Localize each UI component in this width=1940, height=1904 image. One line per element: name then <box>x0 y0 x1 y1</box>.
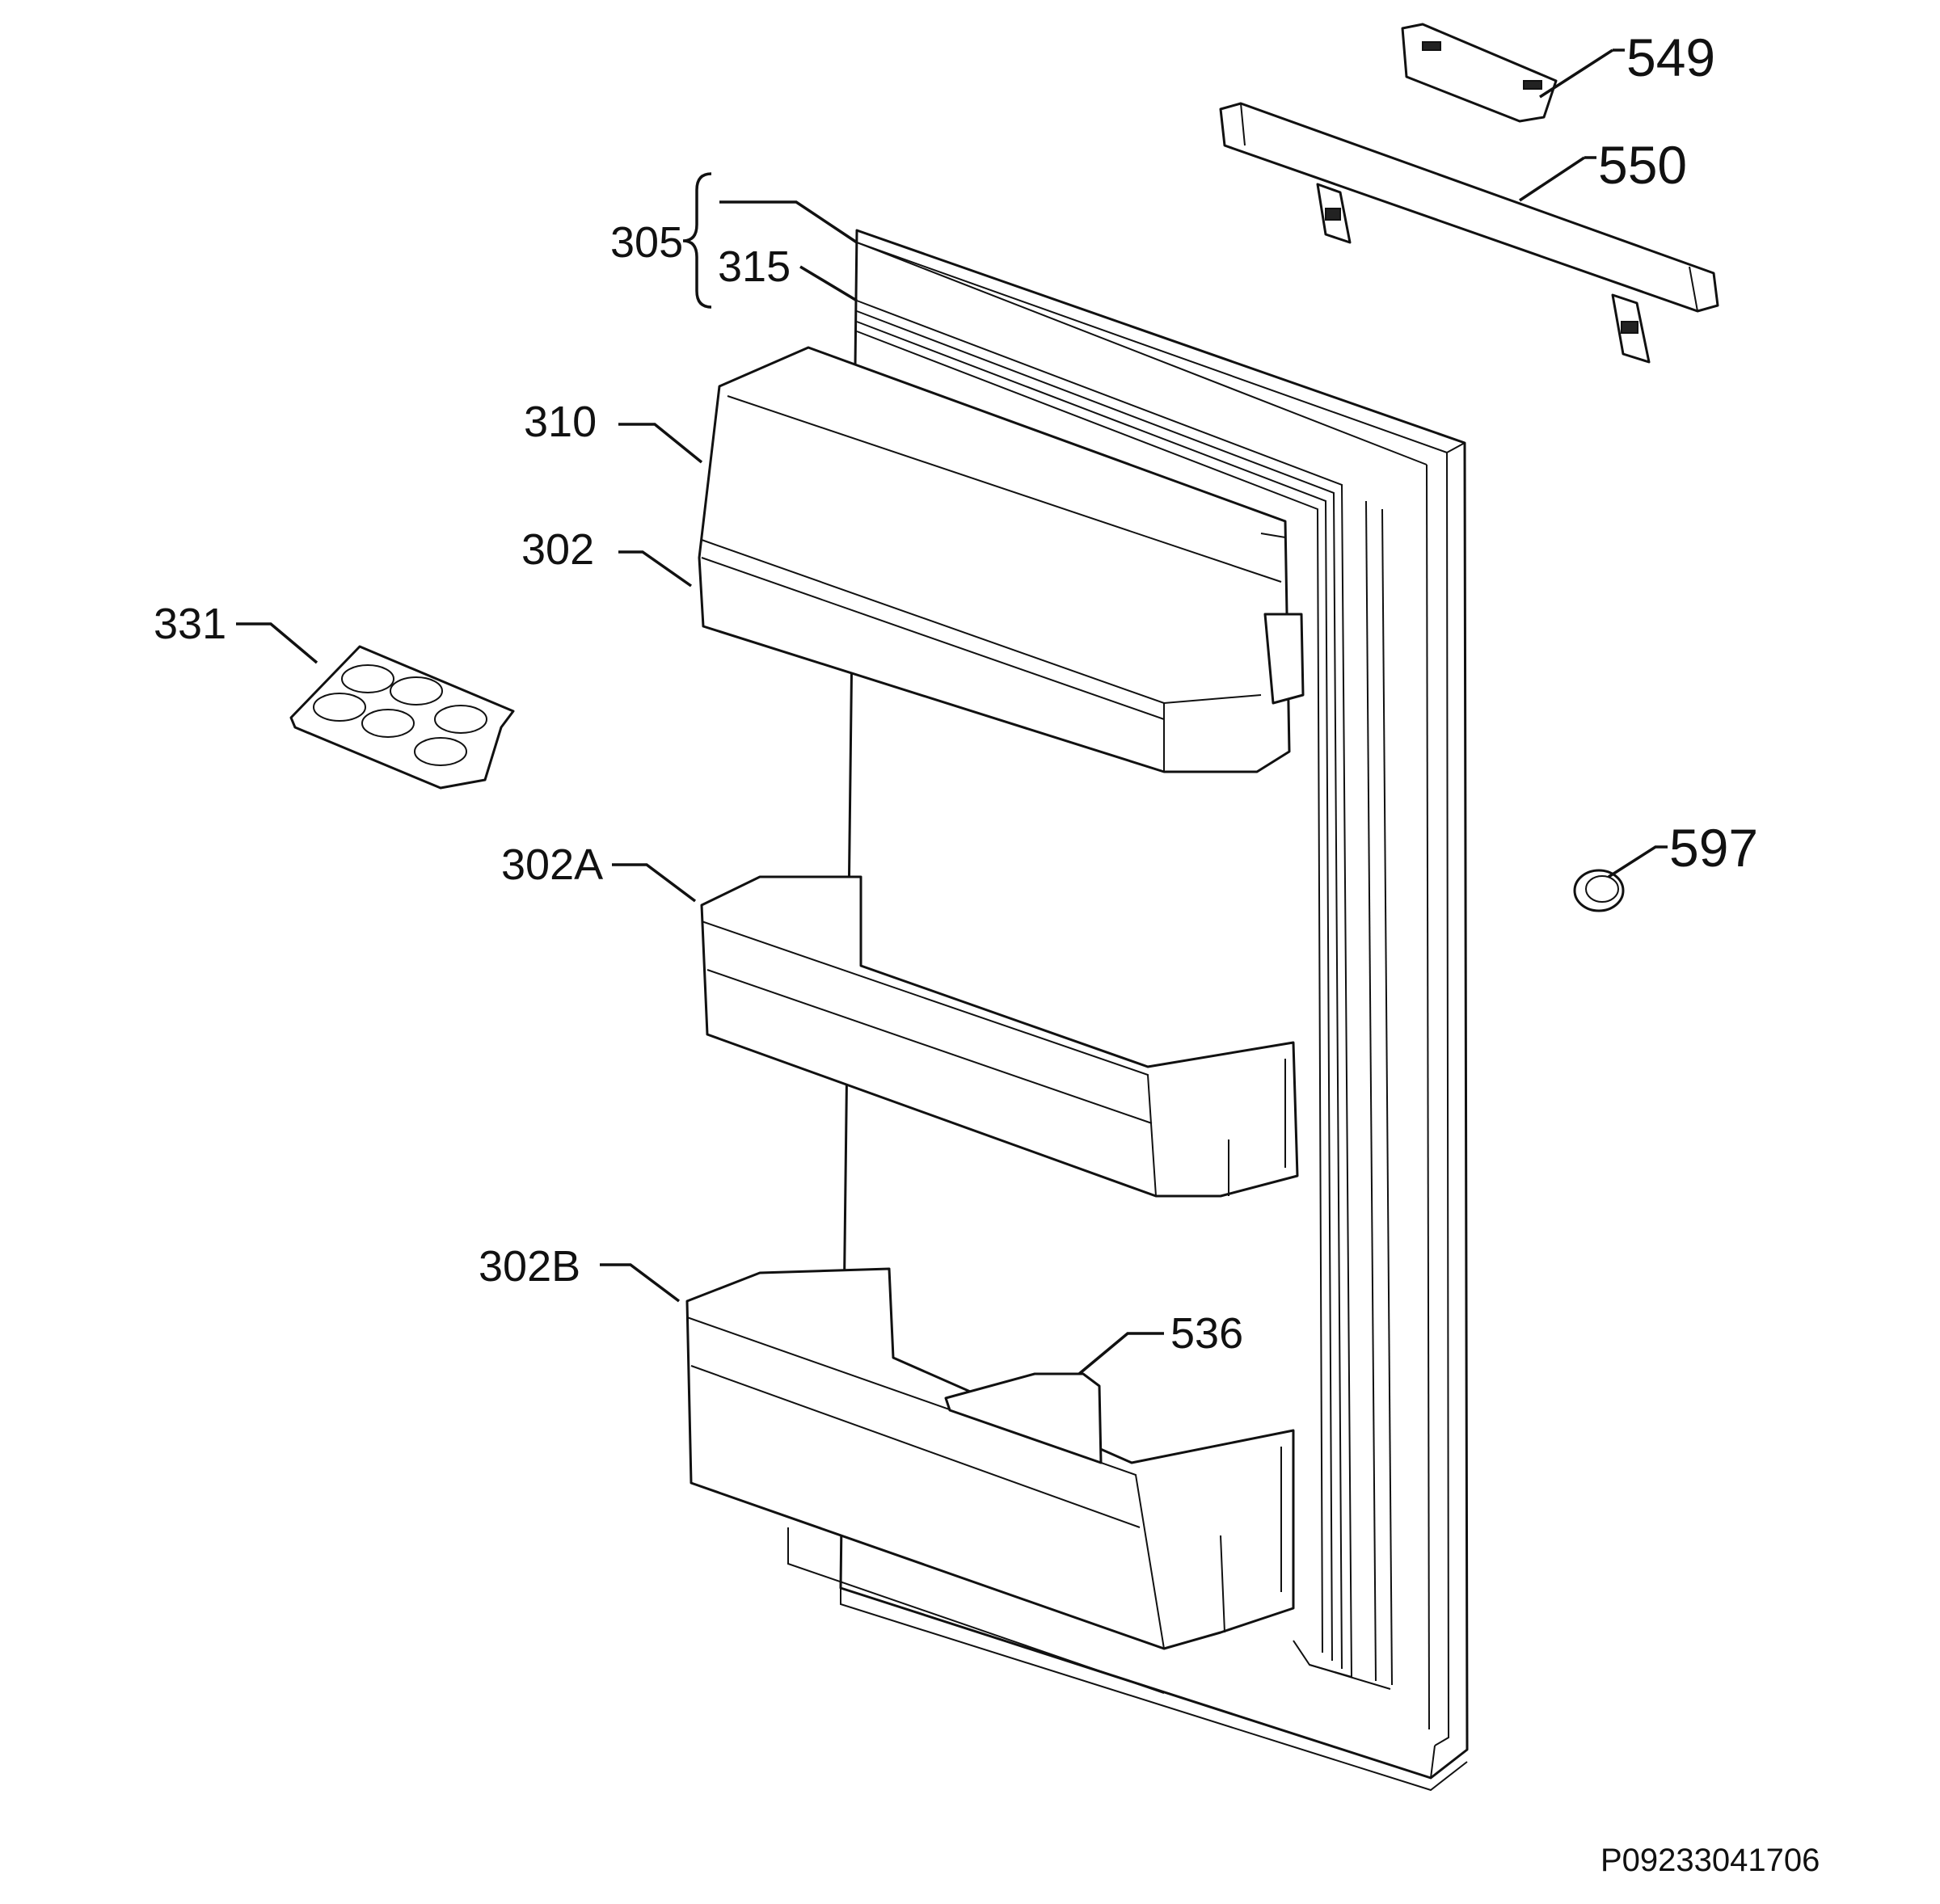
drawing-code: P09233041706 <box>1600 1843 1820 1878</box>
leader-lines <box>236 48 1668 1375</box>
hinge-bracket <box>1401 23 1558 123</box>
label-315: 315 <box>718 242 791 291</box>
label-305: 305 <box>610 218 683 267</box>
cover-cap <box>1573 869 1625 912</box>
handle-bar <box>1219 102 1719 364</box>
door-gasket <box>856 300 1393 1690</box>
middle-door-shelf <box>700 875 1299 1198</box>
callout-labels: 549 550 305 315 310 302 331 302A 302B 53… <box>154 27 1820 1878</box>
label-536: 536 <box>1170 1309 1243 1358</box>
label-310: 310 <box>524 398 597 446</box>
label-331: 331 <box>154 600 226 648</box>
label-302b: 302B <box>479 1242 580 1291</box>
label-302: 302 <box>521 525 594 574</box>
label-302a: 302A <box>501 840 603 889</box>
upper-compartment <box>698 346 1305 773</box>
lower-door-shelf <box>685 1267 1295 1694</box>
shelf-divider <box>944 1372 1103 1464</box>
label-549: 549 <box>1626 27 1715 87</box>
label-550: 550 <box>1598 135 1687 195</box>
label-597: 597 <box>1669 818 1758 878</box>
egg-tray <box>289 645 515 790</box>
